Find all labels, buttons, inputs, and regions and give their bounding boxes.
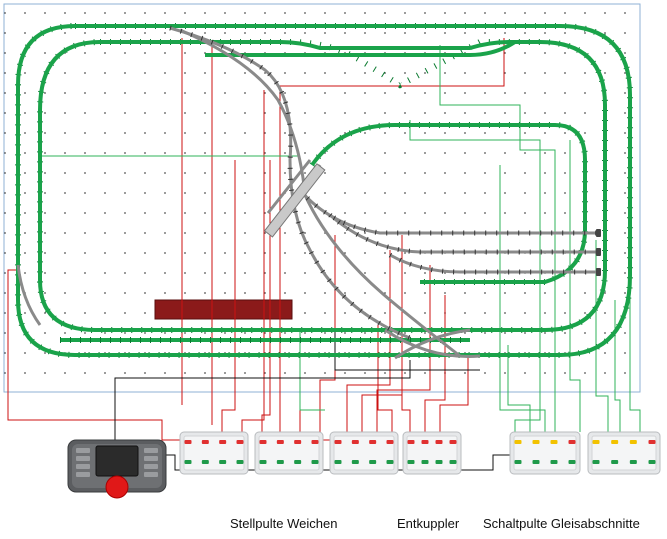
panel-lamp-top [550,440,558,444]
panel-lamp-top [351,440,359,444]
panel-lamp-top [435,440,443,444]
controller-knob[interactable] [105,475,129,499]
panel-lamp-bottom [386,460,394,464]
panel-lamp-top [236,440,244,444]
panel-lamp-top [629,440,637,444]
panel-lamp-bottom [334,460,342,464]
panel-lamp-top [449,440,457,444]
panel-lamp-top [311,440,319,444]
switch-panel-3[interactable] [329,431,399,475]
panel-lamp-bottom [369,460,377,464]
switch-panel-1[interactable] [179,431,249,475]
platform [154,299,293,320]
switch-panels [179,431,661,475]
panel-lamp-top [276,440,284,444]
panel-lamp-top [421,440,429,444]
panel-lamp-bottom [219,460,227,464]
panel-lamp-top [369,440,377,444]
panel-lamp-top [611,440,619,444]
controller-screen [95,445,139,477]
gray-connection-tracks [16,26,600,360]
panel-lamp-top [259,440,267,444]
wiring-red [7,38,505,441]
panel-lamp-top [407,440,415,444]
outer-loop-track [15,23,633,358]
panel-lamp-bottom [259,460,267,464]
caption-gleisabschnitte: Schaltpulte Gleisabschnitte [483,516,640,531]
panel-lamp-bottom [351,460,359,464]
upper-oval-track [309,122,588,285]
panel-lamp-top [184,440,192,444]
panel-lamp-top [386,440,394,444]
panel-lamp-top [514,440,522,444]
switch-panel-5[interactable] [509,431,581,475]
panel-lamp-bottom [449,460,457,464]
panel-lamp-bottom [201,460,209,464]
panel-lamp-bottom [568,460,576,464]
central-station-controller-icon[interactable] [67,439,167,499]
panel-lamp-bottom [236,460,244,464]
panel-lamp-bottom [184,460,192,464]
panel-lamp-bottom [421,460,429,464]
panel-lamp-top [592,440,600,444]
caption-entkuppler: Entkuppler [397,516,460,531]
switch-panel-6[interactable] [587,431,661,475]
panel-lamp-bottom [550,460,558,464]
panel-lamp-top [219,440,227,444]
panel-lamp-top [334,440,342,444]
panel-lamp-top [532,440,540,444]
panel-lamp-bottom [592,460,600,464]
buffer-stops [596,229,601,276]
panel-lamp-bottom [611,460,619,464]
panel-lamp-top [294,440,302,444]
panel-lamp-bottom [294,460,302,464]
switch-panel-2[interactable] [254,431,324,475]
panel-lamp-bottom [532,460,540,464]
panel-lamp-bottom [514,460,522,464]
panel-lamp-bottom [435,460,443,464]
panel-lamp-bottom [311,460,319,464]
inner-loop-track [37,39,608,333]
panel-lamp-bottom [407,460,415,464]
panel-lamp-top [648,440,656,444]
baseboard [3,3,641,393]
switch-panel-4[interactable] [402,431,462,475]
panel-lamp-bottom [648,460,656,464]
panel-lamp-top [201,440,209,444]
panel-lamp-top [568,440,576,444]
caption-weichen: Stellpulte Weichen [230,516,337,531]
panel-lamp-bottom [629,460,637,464]
panel-lamp-bottom [276,460,284,464]
bridge [263,163,326,238]
